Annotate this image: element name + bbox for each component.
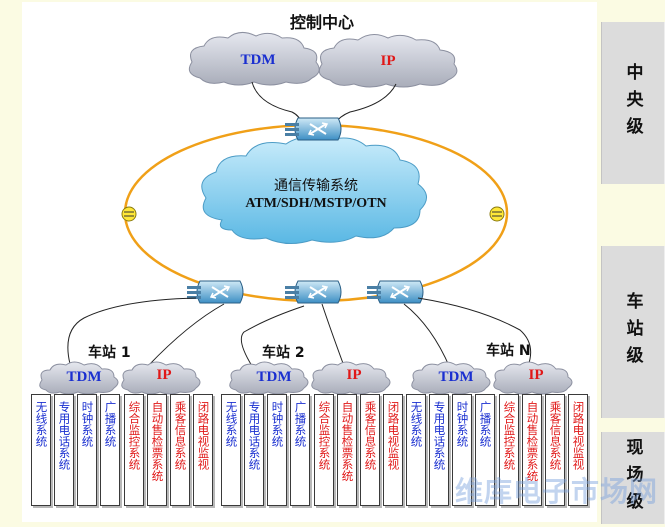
system-label: 时钟系统 bbox=[270, 401, 285, 447]
system-label: 综合监控系统 bbox=[127, 401, 142, 470]
central-tdm-label: TDM bbox=[240, 52, 276, 68]
station-2-name: 车站 2 bbox=[262, 345, 305, 361]
transport-label-cn: 通信传输系统 bbox=[274, 178, 358, 194]
level-band-central: 中央级 bbox=[601, 22, 665, 184]
system-box: 无线系统 bbox=[406, 394, 426, 506]
station-n-name: 车站 N bbox=[486, 343, 531, 359]
level-label-field: 现场级 bbox=[622, 437, 643, 519]
system-label: 专用电话系统 bbox=[57, 401, 72, 470]
system-box: 闭路电视监视 bbox=[568, 394, 588, 506]
level-band-station: 车站级 bbox=[601, 246, 665, 418]
ring-marker-right bbox=[489, 206, 505, 222]
system-box: 自动售检票系统 bbox=[522, 394, 542, 506]
system-label: 无线系统 bbox=[409, 401, 424, 447]
system-label: 时钟系统 bbox=[80, 401, 95, 447]
system-box: 时钟系统 bbox=[452, 394, 472, 506]
switch-station-n bbox=[366, 280, 424, 304]
system-box: 专用电话系统 bbox=[244, 394, 264, 506]
system-box: 乘客信息系统 bbox=[545, 394, 565, 506]
station-n-ip-label: IP bbox=[528, 367, 544, 383]
link-s2-ip bbox=[321, 303, 345, 367]
ip-cloud-central bbox=[318, 34, 458, 88]
system-box: 广播系统 bbox=[290, 394, 310, 506]
system-label: 闭路电视监视 bbox=[571, 401, 586, 470]
link-sn-ip bbox=[417, 297, 532, 367]
system-box: 乘客信息系统 bbox=[170, 394, 190, 506]
switch-central bbox=[284, 117, 342, 141]
transport-label-tech: ATM/SDH/MSTP/OTN bbox=[245, 196, 387, 211]
system-box: 无线系统 bbox=[31, 394, 51, 506]
central-ip-label: IP bbox=[380, 53, 396, 69]
system-label: 自动售检票系统 bbox=[150, 401, 165, 482]
system-label: 专用电话系统 bbox=[432, 401, 447, 470]
system-box: 综合监控系统 bbox=[124, 394, 144, 506]
station-1-name: 车站 1 bbox=[88, 345, 131, 361]
system-label: 综合监控系统 bbox=[317, 401, 332, 470]
link-central-tdm bbox=[251, 81, 303, 125]
system-box: 时钟系统 bbox=[77, 394, 97, 506]
system-box: 时钟系统 bbox=[267, 394, 287, 506]
system-box: 闭路电视监视 bbox=[193, 394, 213, 506]
station-n-tdm-label: TDM bbox=[438, 369, 474, 385]
system-label: 广播系统 bbox=[478, 401, 493, 447]
system-label: 自动售检票系统 bbox=[340, 401, 355, 482]
ring-marker-left bbox=[121, 206, 137, 222]
system-label: 综合监控系统 bbox=[502, 401, 517, 470]
system-label: 无线系统 bbox=[34, 401, 49, 447]
control-center-title: 控制中心 bbox=[290, 13, 355, 32]
link-central-ip bbox=[333, 83, 397, 125]
station-2-tdm-label: TDM bbox=[256, 369, 292, 385]
system-label: 乘客信息系统 bbox=[548, 401, 563, 470]
system-label: 闭路电视监视 bbox=[196, 401, 211, 470]
switch-station-1 bbox=[186, 280, 244, 304]
station-1-ip-label: IP bbox=[156, 367, 172, 383]
level-label-station: 车站级 bbox=[622, 291, 643, 373]
system-label: 乘客信息系统 bbox=[173, 401, 188, 470]
system-box: 无线系统 bbox=[221, 394, 241, 506]
system-box: 自动售检票系统 bbox=[337, 394, 357, 506]
system-box: 自动售检票系统 bbox=[147, 394, 167, 506]
system-label: 广播系统 bbox=[293, 401, 308, 447]
link-sn-tdm bbox=[403, 303, 451, 369]
watermark: 维库电子市场网 bbox=[455, 475, 659, 508]
system-box: 乘客信息系统 bbox=[360, 394, 380, 506]
system-box: 专用电话系统 bbox=[429, 394, 449, 506]
system-box: 广播系统 bbox=[100, 394, 120, 506]
level-label-central: 中央级 bbox=[622, 62, 643, 144]
tdm-cloud-central bbox=[188, 32, 320, 86]
system-label: 自动售检票系统 bbox=[525, 401, 540, 482]
system-label: 广播系统 bbox=[103, 401, 118, 447]
system-box: 综合监控系统 bbox=[499, 394, 519, 506]
station-2-ip-label: IP bbox=[346, 367, 362, 383]
system-box: 闭路电视监视 bbox=[383, 394, 403, 506]
transport-core-cloud bbox=[201, 136, 427, 244]
system-label: 专用电话系统 bbox=[247, 401, 262, 470]
station-1-tdm-label: TDM bbox=[66, 369, 102, 385]
system-box: 综合监控系统 bbox=[314, 394, 334, 506]
system-label: 闭路电视监视 bbox=[386, 401, 401, 470]
system-box: 广播系统 bbox=[475, 394, 495, 506]
link-s2-tdm bbox=[240, 305, 305, 367]
system-label: 时钟系统 bbox=[455, 401, 470, 447]
level-band-field: 现场级 bbox=[601, 432, 665, 524]
system-label: 无线系统 bbox=[224, 401, 239, 447]
link-s1-ip bbox=[147, 303, 225, 367]
system-label: 乘客信息系统 bbox=[363, 401, 378, 470]
link-s1-tdm bbox=[67, 297, 197, 365]
system-box: 专用电话系统 bbox=[54, 394, 74, 506]
